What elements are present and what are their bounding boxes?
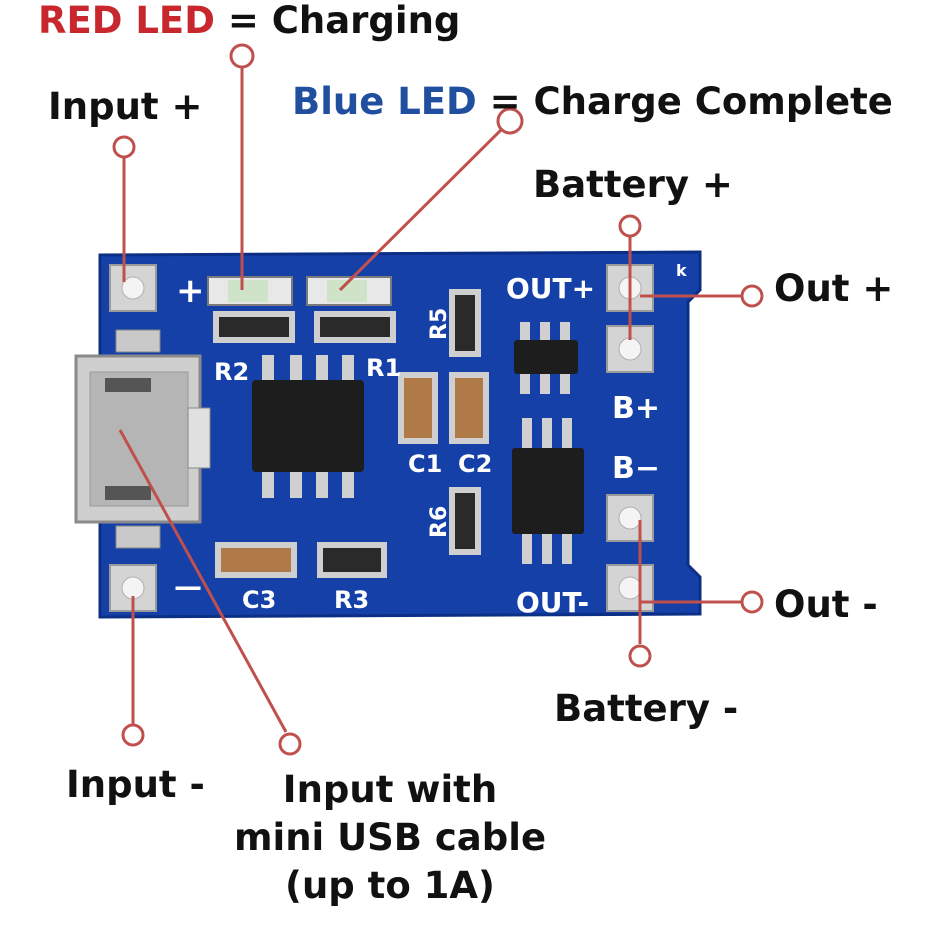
red-led-word: RED LED	[38, 0, 215, 42]
usb-label-line-2: mini USB cable	[233, 816, 547, 860]
callout-line-usb	[118, 429, 288, 733]
silk-b-plus: B+	[612, 391, 660, 426]
callout-dots	[112, 43, 764, 756]
silk-out-plus: OUT+	[506, 272, 595, 305]
silk-minus: —	[174, 570, 202, 603]
silk-r2: R2	[214, 358, 249, 386]
silk-k: k	[676, 261, 687, 280]
silk-out-minus: OUT-	[516, 586, 589, 619]
battery-minus-label: Battery -	[554, 687, 739, 730]
battery-plus-label: Battery +	[533, 163, 733, 206]
red-led	[207, 276, 293, 306]
input-plus-label: Input +	[48, 85, 203, 128]
callout-dot-red-led	[229, 43, 255, 69]
blue-led-desc: = Charge Complete	[476, 80, 893, 123]
callout-dot-blue-led	[496, 107, 524, 135]
out-minus-label: Out -	[774, 583, 878, 626]
smd-components	[213, 289, 489, 578]
callout-dot-battery-minus	[628, 644, 652, 668]
callout-line-blue-led	[338, 122, 509, 292]
usb-label-line-3: (up to 1A)	[285, 864, 495, 908]
out-plus-label: Out +	[774, 267, 894, 310]
red-led-label: RED LED = Charging	[38, 2, 460, 39]
silk-c1: C1	[408, 450, 442, 478]
silk-r6: R6	[427, 506, 452, 538]
blue-led-label: Blue LED = Charge Complete	[292, 83, 893, 120]
callout-dot-input-minus	[121, 723, 145, 747]
silk-r3: R3	[334, 586, 369, 614]
callout-lines	[118, 68, 742, 733]
protection-ic-bottom	[512, 418, 584, 564]
input-minus-label: Input -	[66, 763, 205, 806]
usb-input-label: Input with mini USB cable (up to 1A)	[210, 766, 570, 910]
silk-c2: C2	[458, 450, 492, 478]
callout-dot-out-plus	[740, 284, 764, 308]
silk-r1: R1	[366, 354, 401, 382]
red-led-desc: = Charging	[214, 0, 461, 42]
callout-dot-input-plus	[112, 135, 136, 159]
blue-led-word: Blue LED	[292, 80, 477, 123]
micro-usb-connector	[74, 329, 211, 549]
silk-plus: +	[176, 271, 205, 311]
callout-dot-battery-plus	[618, 214, 642, 238]
usb-label-line-1: Input with	[282, 768, 498, 811]
callout-dot-out-minus	[740, 590, 764, 614]
callout-dot-usb	[278, 732, 302, 756]
protection-ic-top	[514, 322, 578, 394]
silk-b-minus: B−	[612, 451, 660, 486]
charger-ic	[252, 355, 364, 498]
silk-r5: R5	[427, 308, 452, 340]
silk-c3: C3	[242, 586, 276, 614]
